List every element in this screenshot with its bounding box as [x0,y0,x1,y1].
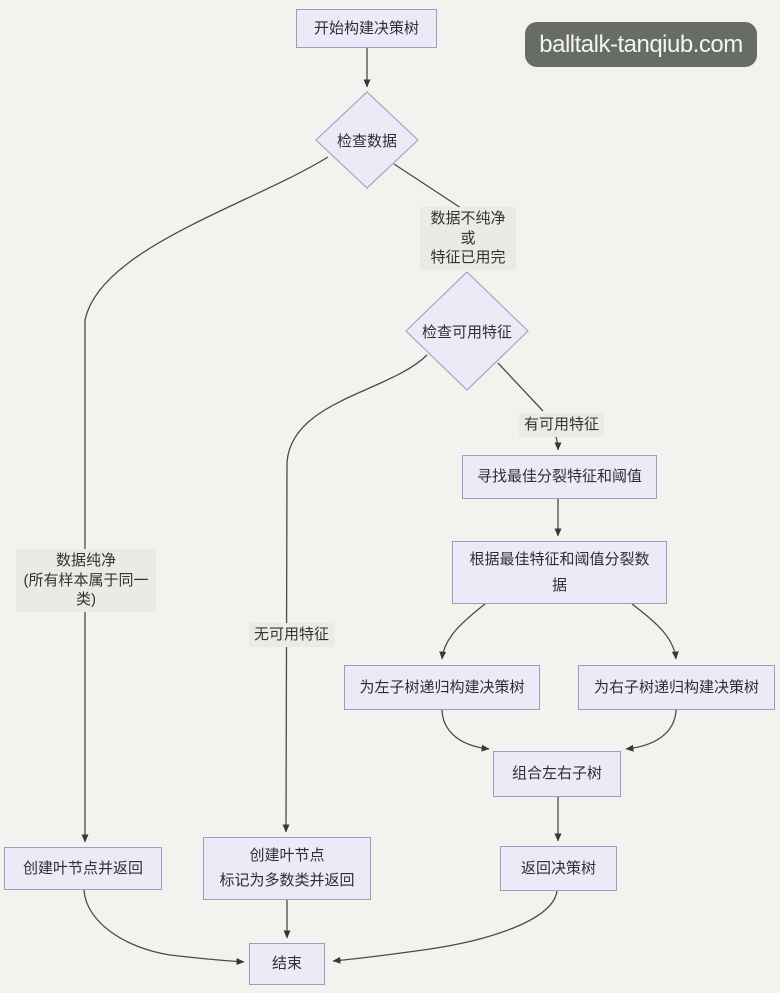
node-start: 开始构建决策树 [296,9,437,48]
node-return-tree: 返回决策树 [500,846,617,891]
node-check-features-label: 检查可用特征 [421,323,512,341]
node-create-leaf-return: 创建叶节点并返回 [4,847,162,890]
edge-checkfeatures-leafmajority [282,354,428,833]
edge-right-combine [625,709,677,752]
node-combine-subtrees: 组合左右子树 [493,751,621,797]
edge-return-end [332,890,558,964]
diamond-check-features [405,271,529,391]
edge-checkfeatures-hasfeatlabel [497,362,544,412]
edge-label-data-pure: 数据纯净 (所有样本属于同一类) [16,549,156,612]
edge-splitdata-left [439,603,486,660]
edge-left-combine [441,709,490,752]
edge-label-impure-or-no-features: 数据不纯净或 特征已用完 [420,207,516,270]
node-check-data-label: 检查数据 [336,132,397,150]
node-end: 结束 [249,943,325,985]
edge-checkdata-impurelabel [393,163,465,211]
edge-label-no-features: 无可用特征 [249,623,335,647]
diamond-check-data [315,91,419,189]
watermark-badge: balltalk-tanqiub.com [525,22,757,67]
node-build-right-subtree: 为右子树递归构建决策树 [578,665,775,710]
edge-checkdata-leafreturn [81,156,329,843]
node-split-data: 根据最佳特征和阈值分裂数 据 [452,541,667,604]
watermark-text: balltalk-tanqiub.com [539,30,743,58]
edge-leafreturn-end [83,889,245,965]
node-build-left-subtree: 为左子树递归构建决策树 [344,665,540,710]
node-create-leaf-majority: 创建叶节点 标记为多数类并返回 [203,837,371,900]
edge-label-has-features: 有可用特征 [519,413,605,437]
edge-splitdata-right [631,603,679,660]
node-find-best-split: 寻找最佳分裂特征和阈值 [462,455,657,499]
